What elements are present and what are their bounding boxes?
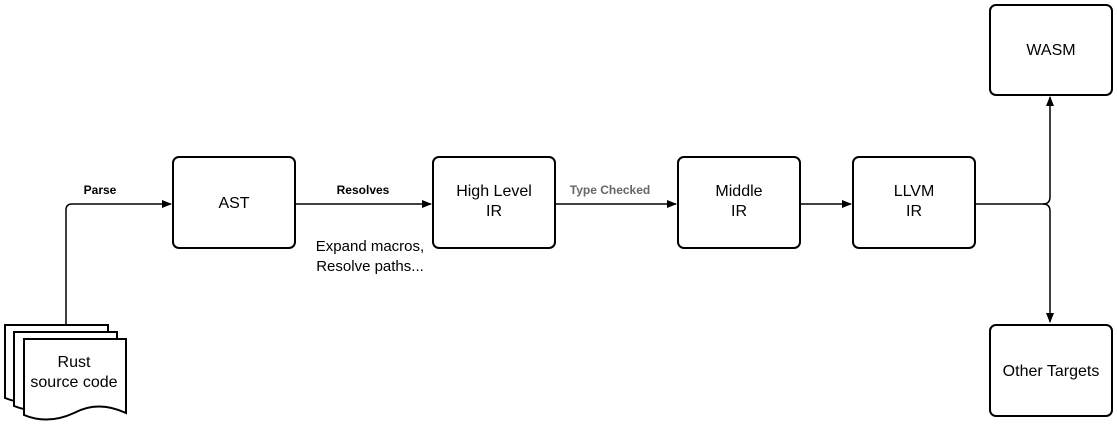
resolves-note-line2: Resolve paths... xyxy=(316,258,424,275)
llvm-label-line1: LLVM xyxy=(894,183,935,200)
type-checked-edge-label: Type Checked xyxy=(570,183,650,197)
ast-label: AST xyxy=(218,195,249,212)
wasm-label: WASM xyxy=(1026,42,1075,59)
source-label-line2: source code xyxy=(30,374,117,391)
source-document-stack: Rust source code xyxy=(4,324,127,421)
llvm-node xyxy=(852,156,976,249)
source-label-line1: Rust xyxy=(58,354,91,371)
document-front-sheet xyxy=(23,338,127,421)
hir-label-line2: IR xyxy=(486,203,502,220)
parse-edge xyxy=(65,200,172,325)
llvm-to-wasm-edge xyxy=(975,96,1054,205)
llvm-label-line2: IR xyxy=(906,203,922,220)
mir-label-line2: IR xyxy=(731,203,747,220)
other-targets-label: Other Targets xyxy=(1003,363,1100,380)
resolves-note-line1: Expand macros, xyxy=(316,238,424,255)
other-targets-node xyxy=(989,324,1113,417)
llvm-to-other-targets-edge xyxy=(1042,203,1054,323)
resolves-edge-label: Resolves xyxy=(337,183,390,197)
ast-node xyxy=(172,156,296,249)
parse-edge-label: Parse xyxy=(84,183,117,197)
hir-node xyxy=(432,156,556,249)
mir-node xyxy=(677,156,801,249)
wasm-node xyxy=(989,4,1113,96)
mir-label-line1: Middle xyxy=(715,183,762,200)
hir-label-line1: High Level xyxy=(456,183,532,200)
